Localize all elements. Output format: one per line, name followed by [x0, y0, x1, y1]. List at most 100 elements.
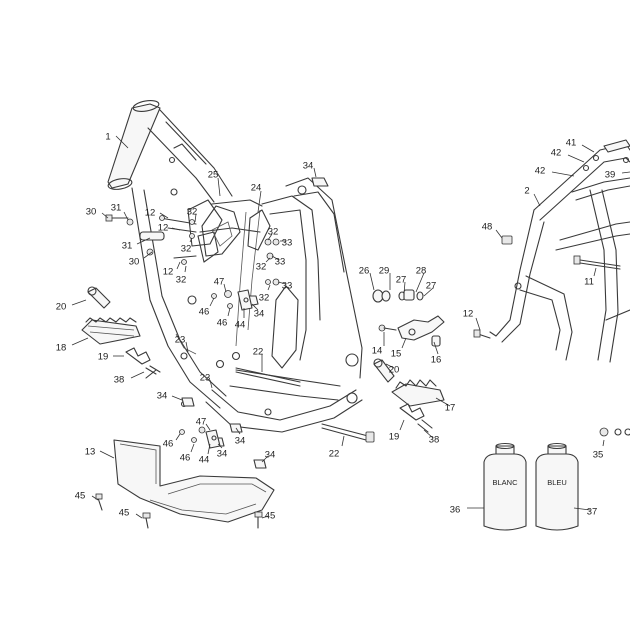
callout-number: 45 — [119, 508, 130, 519]
callout-c42b: 42 — [535, 166, 575, 177]
callout-leader — [435, 397, 451, 407]
callout-c46c: 46 — [163, 433, 181, 450]
callout-c20b: 20 — [385, 363, 399, 376]
brake-pedal-assembly — [378, 315, 445, 347]
callout-number: 12 — [163, 267, 174, 278]
callout-c36: 36 — [450, 505, 484, 516]
callout-number: 18 — [56, 343, 67, 354]
bolt-22-b — [321, 423, 375, 443]
callout-c27b: 27 — [423, 281, 437, 297]
callout-c18: 18 — [56, 337, 89, 354]
callout-leader — [265, 257, 271, 263]
callout-leader — [475, 317, 481, 331]
callout-c12b: 12 — [158, 223, 181, 234]
callout-number: 48 — [482, 222, 493, 233]
callout-number: 30 — [129, 257, 140, 268]
callout-c32e: 32 — [256, 257, 271, 273]
bolt-11 — [573, 255, 621, 270]
callout-leader — [415, 272, 425, 293]
callout-number: 30 — [86, 207, 97, 218]
callout-number: 47 — [196, 417, 207, 428]
callout-leader — [209, 297, 215, 307]
callout-leader — [267, 284, 271, 291]
callout-c20a: 20 — [56, 299, 87, 313]
clip-34-f — [253, 459, 267, 469]
callout-leader — [267, 233, 273, 241]
callout-c42a: 42 — [551, 148, 585, 163]
callout-leader — [190, 443, 195, 453]
callout-c30b: 30 — [129, 251, 153, 268]
callout-number: 42 — [551, 148, 562, 159]
callout-c34c: 34 — [157, 391, 183, 402]
callout-number: 27 — [426, 281, 437, 292]
callout-number: 1 — [105, 132, 110, 143]
callout-c12d: 12 — [463, 309, 481, 331]
callout-leader — [593, 267, 597, 277]
callout-c37: 37 — [573, 507, 598, 518]
callout-c44a: 44 — [235, 308, 246, 331]
callout-number: 19 — [389, 432, 400, 443]
callout-c39: 39 — [605, 170, 630, 181]
callout-number: 32 — [181, 244, 192, 255]
callout-leader — [403, 281, 406, 295]
callout-leader — [277, 281, 287, 285]
callout-c31b: 31 — [122, 237, 151, 252]
callout-leader — [136, 237, 151, 245]
bolt-12-right — [473, 329, 491, 339]
callout-number: 16 — [431, 355, 442, 366]
callout-number: 12 — [145, 208, 156, 219]
can-label-bleu: BLEU — [547, 478, 567, 487]
screw-45-c — [254, 511, 263, 529]
callout-number: 34 — [235, 436, 246, 447]
callout-c32c: 32 — [176, 265, 187, 286]
skid-plate — [113, 439, 275, 523]
callout-leader — [341, 435, 345, 447]
footpeg-pin-20-left — [87, 286, 111, 309]
paint-can-blanc: BLANC — [483, 442, 527, 531]
callout-leader — [495, 229, 503, 239]
callout-number: 39 — [605, 170, 616, 181]
callout-leader — [423, 429, 434, 439]
callout-c19b: 19 — [389, 419, 405, 443]
callout-c31a: 31 — [111, 203, 129, 221]
callout-number: 13 — [85, 447, 96, 458]
callout-leader — [207, 443, 211, 455]
callout-leader — [251, 303, 259, 311]
callout-c15: 15 — [391, 337, 407, 360]
callout-number: 28 — [416, 266, 427, 277]
callout-number: 34 — [157, 391, 168, 402]
screw-45-a — [95, 493, 103, 511]
callout-leader — [261, 455, 269, 463]
callout-leader — [313, 167, 317, 178]
callout-leader — [581, 144, 595, 153]
callout-c30a: 30 — [86, 207, 109, 219]
callout-number: 15 — [391, 349, 402, 360]
callout-c45b: 45 — [119, 508, 143, 519]
callout-number: 26 — [359, 266, 370, 277]
callout-number: 29 — [379, 266, 390, 277]
callout-number: 44 — [199, 455, 210, 466]
callout-c13: 13 — [85, 447, 115, 459]
callout-leader — [573, 507, 591, 511]
callout-number: 11 — [584, 277, 594, 288]
callout-number: 34 — [254, 309, 265, 320]
callout-c32b: 32 — [181, 237, 193, 255]
can-label-blanc: BLANC — [492, 478, 518, 487]
main-frame — [107, 100, 363, 433]
callout-leader — [621, 171, 630, 174]
callout-number: 32 — [259, 293, 270, 304]
callout-c48: 48 — [482, 222, 503, 239]
callout-number: 44 — [235, 320, 246, 331]
callout-c27a: 27 — [396, 275, 406, 295]
callout-number: 37 — [587, 507, 598, 518]
callout-leader — [433, 341, 439, 355]
callout-c33c: 33 — [277, 281, 292, 292]
fastener-set-lower — [179, 426, 221, 449]
callout-c28: 28 — [415, 266, 427, 293]
callout-c33a: 33 — [280, 238, 292, 249]
callout-c33b: 33 — [271, 255, 285, 268]
callout-c11: 11 — [584, 267, 597, 288]
callout-c26: 26 — [359, 266, 375, 291]
callout-number: 34 — [217, 449, 228, 460]
